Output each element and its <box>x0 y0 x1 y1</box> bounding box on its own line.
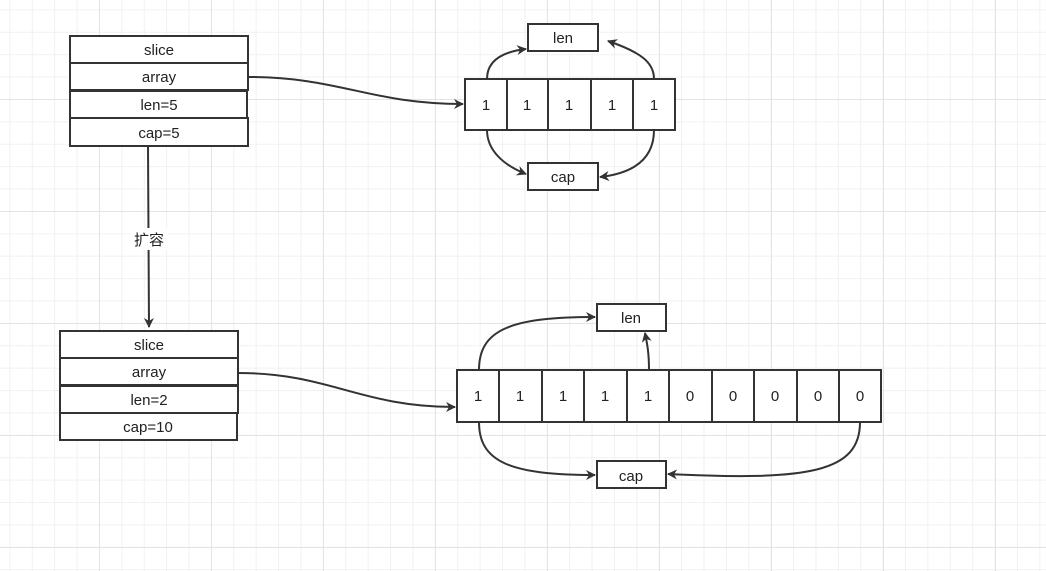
before-slice-struct: slice array len=5 cap=5 <box>69 35 249 147</box>
after-array-cell: 0 <box>838 369 882 423</box>
before-cap-start-arrow <box>486 129 527 176</box>
after-field-len-label: len=2 <box>130 392 167 409</box>
after-array-cell-value: 1 <box>474 388 482 405</box>
before-array-cell-value: 1 <box>608 97 616 114</box>
before-len-label: len <box>553 30 573 47</box>
before-array-cell-value: 1 <box>565 97 573 114</box>
growth-label-background <box>130 228 168 250</box>
after-cap-start-arrow <box>478 421 596 480</box>
after-array-cell: 0 <box>711 369 755 423</box>
before-field-cap-label: cap=5 <box>138 125 179 142</box>
before-field-array-label: array <box>142 69 177 86</box>
before-field-len-label: len=5 <box>140 97 177 114</box>
after-array-pointer-arrow <box>237 372 456 412</box>
after-array-cell-value: 1 <box>559 388 567 405</box>
after-field-cap-label: cap=10 <box>123 419 173 436</box>
after-field-slice-label: slice <box>134 337 164 354</box>
after-cap-label: cap <box>619 468 643 485</box>
after-array-cell-value: 1 <box>644 388 652 405</box>
after-field-cap: cap=10 <box>59 412 238 441</box>
after-array: 1 1 1 1 1 0 0 0 <box>456 369 882 423</box>
before-field-cap: cap=5 <box>69 117 249 147</box>
before-array-cell: 1 <box>506 78 549 131</box>
after-array-cell: 1 <box>626 369 670 423</box>
before-field-array: array <box>69 62 249 91</box>
after-len-box: len <box>596 303 667 332</box>
after-array-cell-value: 0 <box>771 388 779 405</box>
before-cap-box: cap <box>527 162 599 191</box>
growth-transition-label: 扩容 <box>134 232 164 249</box>
after-array-cell-value: 1 <box>516 388 524 405</box>
before-array-cell-value: 1 <box>523 97 531 114</box>
after-array-cell-value: 0 <box>856 388 864 405</box>
after-array-cell: 1 <box>498 369 543 423</box>
after-array-cell: 0 <box>753 369 798 423</box>
after-cap-end-arrow <box>667 421 861 480</box>
before-cap-label: cap <box>551 169 575 186</box>
before-array: 1 1 1 1 1 <box>464 78 676 131</box>
before-array-pointer-arrow <box>247 76 464 109</box>
before-array-cell: 1 <box>547 78 592 131</box>
after-array-cell-value: 0 <box>729 388 737 405</box>
after-slice-struct: slice array len=2 cap=10 <box>59 330 239 441</box>
before-array-cell-value: 1 <box>482 97 490 114</box>
after-cap-box: cap <box>596 460 667 489</box>
after-array-cell-value: 1 <box>601 388 609 405</box>
before-len-box: len <box>527 23 599 52</box>
after-len-label: len <box>621 310 641 327</box>
after-field-slice: slice <box>59 330 239 359</box>
after-len-end-arrow <box>641 332 652 371</box>
before-array-cell: 1 <box>632 78 676 131</box>
before-len-end-arrow <box>607 39 655 80</box>
after-array-cell: 0 <box>796 369 840 423</box>
before-array-cell: 1 <box>464 78 508 131</box>
after-array-cell: 1 <box>583 369 628 423</box>
before-array-cell: 1 <box>590 78 634 131</box>
after-len-start-arrow <box>478 312 596 371</box>
before-cap-end-arrow <box>599 129 655 181</box>
before-array-cell-value: 1 <box>650 97 658 114</box>
after-array-cell: 1 <box>456 369 500 423</box>
before-field-len: len=5 <box>69 90 248 119</box>
after-array-cell: 0 <box>668 369 713 423</box>
after-field-array-label: array <box>132 364 167 381</box>
after-field-len: len=2 <box>59 385 239 414</box>
before-field-slice: slice <box>69 35 249 64</box>
after-array-cell-value: 0 <box>814 388 822 405</box>
after-field-array: array <box>59 357 239 386</box>
before-field-slice-label: slice <box>144 42 174 59</box>
after-array-cell: 1 <box>541 369 585 423</box>
after-array-cell-value: 0 <box>686 388 694 405</box>
before-len-start-arrow <box>486 45 527 80</box>
